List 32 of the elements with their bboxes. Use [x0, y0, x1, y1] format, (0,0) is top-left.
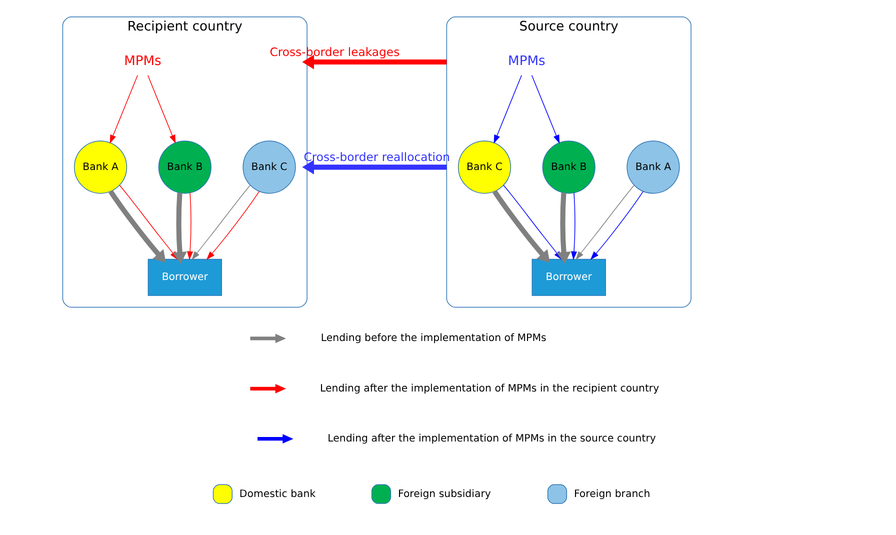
- legend-label: Foreign subsidiary: [398, 488, 491, 500]
- arrow: [302, 160, 447, 174]
- node-text: MPMs: [124, 54, 162, 70]
- node-box: Borrower: [532, 258, 606, 296]
- legend-label: Foreign branch: [574, 488, 650, 500]
- arrow: [570, 192, 578, 260]
- node-circle: Bank C: [458, 140, 512, 194]
- arrow: [108, 190, 166, 263]
- legend-label: Domestic bank: [239, 488, 316, 500]
- node-circle: Bank A: [626, 140, 680, 194]
- arrow: [492, 190, 550, 263]
- node-text: MPMs: [508, 54, 546, 70]
- legend-label: Lending after the implementation of MPMs in the source country: [328, 434, 656, 445]
- node-circle: Bank C: [242, 140, 296, 194]
- arrow: [147, 74, 176, 144]
- node-circle: Bank B: [158, 140, 212, 194]
- arrow: [576, 184, 634, 260]
- node-circle: Bank A: [74, 140, 128, 194]
- arrow: [590, 191, 644, 260]
- node-circle: Bank B: [542, 140, 596, 194]
- arrow: [494, 74, 522, 144]
- arrow: [187, 192, 194, 260]
- arrow: [302, 54, 447, 70]
- arrow: [531, 74, 560, 144]
- arrow: [110, 74, 138, 144]
- legend-label: Lending after the implementation of MPMs in the recipient country: [320, 383, 660, 394]
- arrow: [172, 192, 187, 264]
- legend-label: Lending before the implementation of MPMs: [320, 333, 546, 344]
- arrow: [556, 192, 571, 264]
- arrow: [192, 184, 251, 260]
- arrow: [206, 191, 260, 260]
- node-box: Borrower: [148, 258, 222, 296]
